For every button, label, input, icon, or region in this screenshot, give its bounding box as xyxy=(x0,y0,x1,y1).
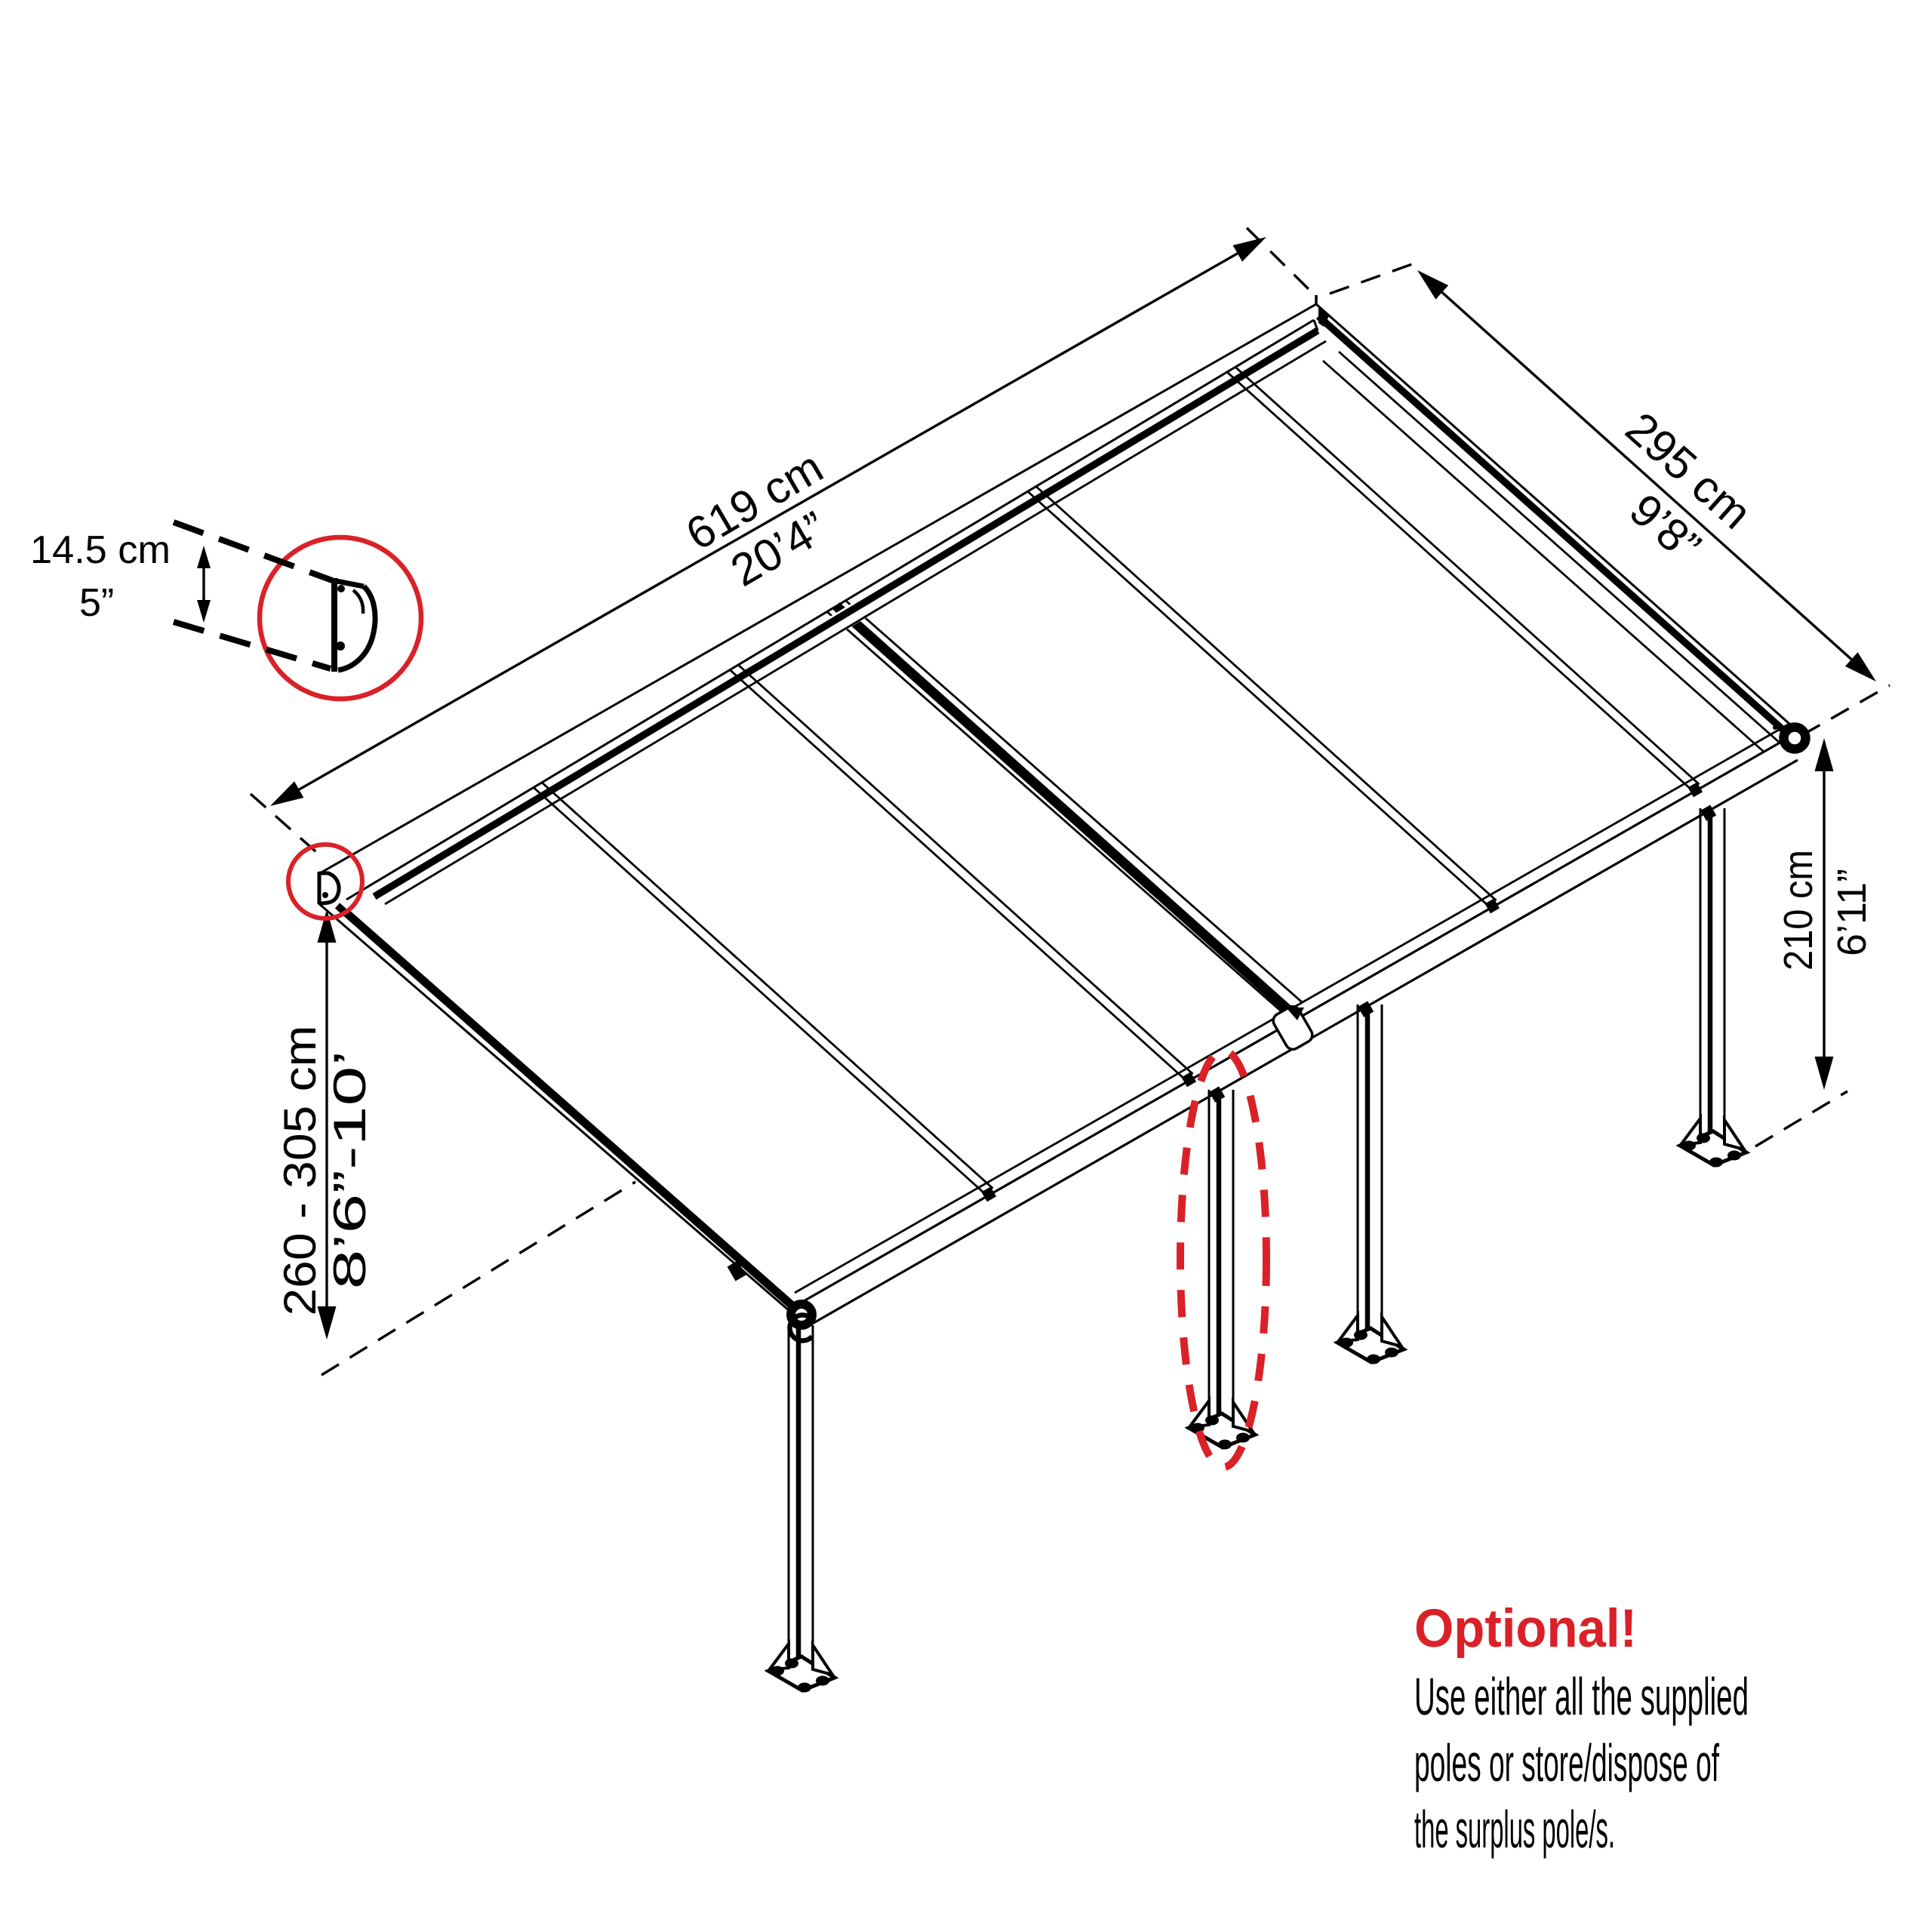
svg-text:the surplus pole/s.: the surplus pole/s. xyxy=(1414,1800,1615,1859)
svg-text:14.5 cm: 14.5 cm xyxy=(30,528,171,572)
svg-text:5”: 5” xyxy=(79,581,114,625)
svg-text:6’11”: 6’11” xyxy=(1829,869,1875,956)
svg-text:Use either all the supplied: Use either all the supplied xyxy=(1414,1667,1749,1726)
svg-text:260 - 305 cm: 260 - 305 cm xyxy=(275,1026,325,1316)
svg-text:8’6”-10’: 8’6”-10’ xyxy=(325,1051,375,1290)
svg-text:Optional!: Optional! xyxy=(1414,1599,1637,1659)
svg-text:poles or store/dispose of: poles or store/dispose of xyxy=(1414,1734,1719,1792)
svg-text:210 cm: 210 cm xyxy=(1776,850,1821,971)
